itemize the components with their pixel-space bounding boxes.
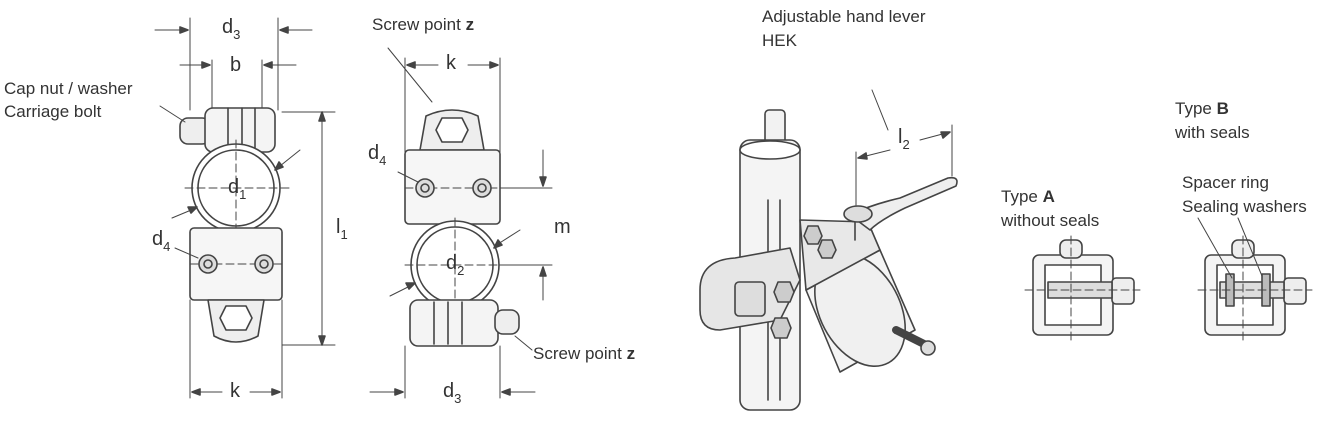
screw-point-top-text: Screw point: [372, 15, 461, 34]
dim-d4-right-symbol: d: [368, 142, 380, 164]
front-view-left: [154, 17, 336, 399]
screw-point-bottom-label: Screw point z: [533, 343, 635, 364]
dim-b: b: [230, 54, 242, 76]
hand-lever-label-line1: Adjustable hand lever: [762, 7, 926, 26]
type-b-letter: B: [1216, 99, 1229, 118]
dim-d4-left: d4: [152, 228, 171, 254]
type-b-section: [1197, 217, 1313, 343]
dim-d3-top: d3: [222, 16, 241, 42]
dim-d3-bottom: d3: [443, 380, 462, 406]
screw-point-bottom-text: Screw point: [533, 344, 622, 363]
screw-point-top-label: Screw point z: [372, 14, 474, 35]
sealing-washers-label: Sealing washers: [1182, 197, 1307, 216]
type-a-section: [1024, 235, 1141, 343]
dim-d1: d1: [228, 176, 247, 202]
dim-d4-right: d4: [368, 142, 387, 168]
dim-d3-bottom-sub: 3: [454, 391, 462, 406]
dim-l1: l1: [336, 216, 348, 242]
type-a-desc: without seals: [1001, 211, 1100, 230]
type-b-label: Type B: [1175, 98, 1229, 119]
dim-d3-top-symbol: d: [222, 16, 234, 38]
dim-d4-left-sub: 4: [163, 239, 171, 254]
dim-d4-right-sub: 4: [379, 153, 387, 168]
front-view-right: [369, 47, 553, 399]
hand-lever-label-line2: HEK: [762, 31, 797, 50]
carriage-bolt-label: Carriage bolt: [4, 102, 102, 121]
dim-d2-symbol: d: [446, 252, 458, 274]
dim-d1-sub: 1: [239, 187, 247, 202]
isometric-view: [699, 89, 958, 411]
type-a-prefix: Type: [1001, 187, 1038, 206]
type-a-letter: A: [1042, 187, 1055, 206]
screw-point-bottom-letter: z: [626, 344, 636, 363]
dim-k-left: k: [230, 380, 240, 402]
dim-d4-left-symbol: d: [152, 228, 164, 250]
dim-d2: d2: [446, 252, 465, 278]
type-b-prefix: Type: [1175, 99, 1212, 118]
screw-point-top-letter: z: [465, 15, 475, 34]
dim-d2-sub: 2: [457, 263, 465, 278]
dim-l2-symbol: l: [898, 126, 903, 148]
type-b-desc: with seals: [1175, 123, 1250, 142]
spacer-ring-label: Spacer ring: [1182, 173, 1269, 192]
cap-nut-label: Cap nut / washer: [4, 79, 133, 98]
type-a-label: Type A: [1001, 186, 1055, 207]
dim-k-top: k: [446, 52, 456, 74]
dim-l1-symbol: l: [336, 216, 341, 238]
dim-d3-bottom-symbol: d: [443, 380, 455, 402]
dim-l1-sub: 1: [340, 227, 348, 242]
dim-d1-symbol: d: [228, 176, 240, 198]
dim-l2: l2: [898, 126, 910, 152]
dim-d3-top-sub: 3: [233, 27, 241, 42]
dim-l2-sub: 2: [902, 137, 910, 152]
dim-m: m: [554, 216, 571, 238]
